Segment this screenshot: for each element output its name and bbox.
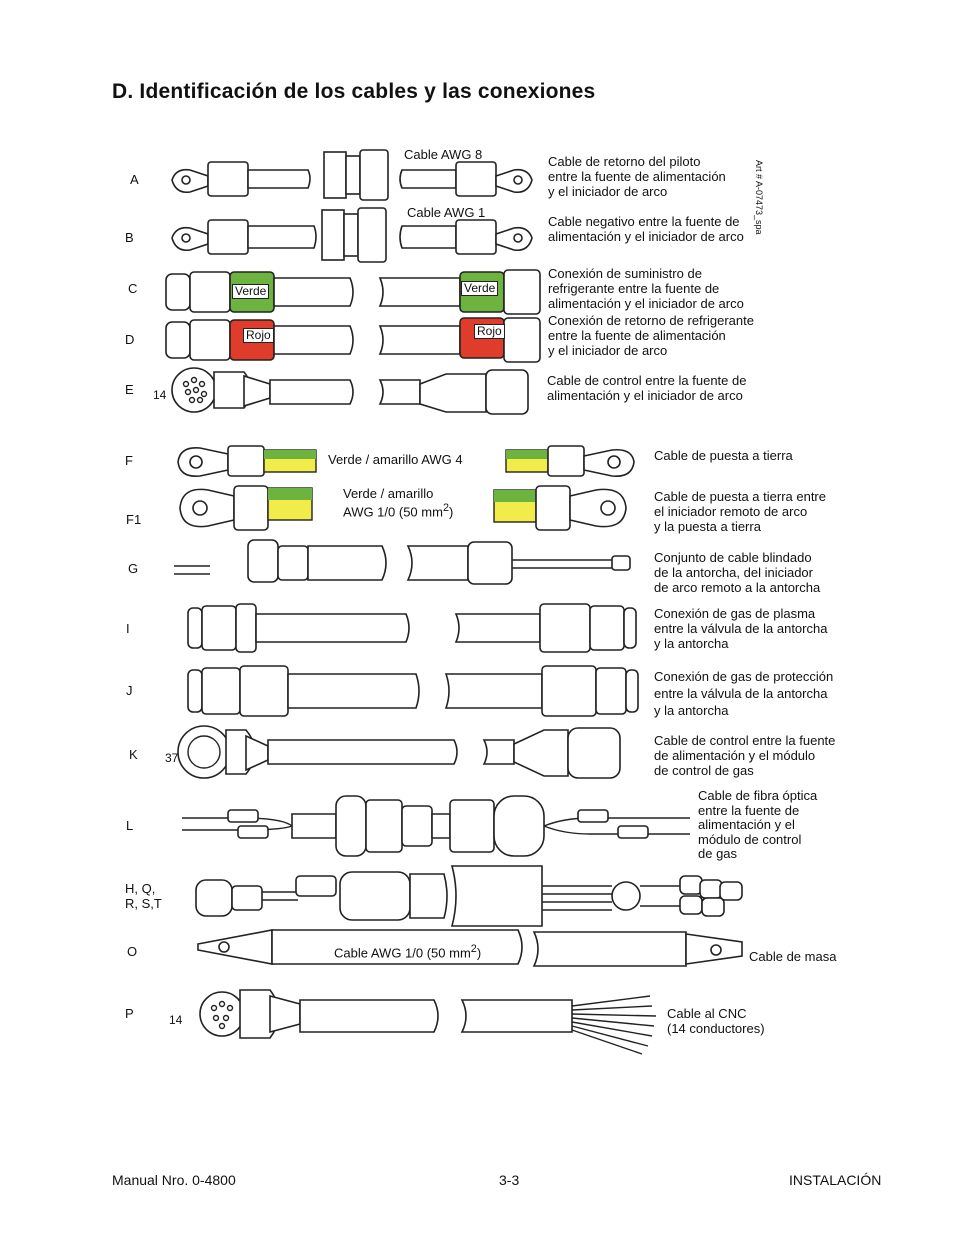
row-letter-k: K <box>129 747 138 762</box>
desc-g: Conjunto de cable blindado de la antorch… <box>654 550 821 595</box>
cable-a-drawing <box>171 149 533 201</box>
footer-manual-number: Manual Nro. 0-4800 <box>112 1172 236 1188</box>
cable-e-drawing <box>171 367 529 415</box>
cable-o-drawing <box>197 929 743 967</box>
desc-l: Cable de fibra óptica entre la fuente de… <box>698 788 818 861</box>
footer-section-name: INSTALACIÓN <box>789 1172 882 1188</box>
row-letter-j: J <box>126 683 133 698</box>
size-label-o: Cable AWG 1/0 (50 mm2) <box>334 943 482 961</box>
cable-i-drawing <box>187 603 637 653</box>
tag-green-left: Verde <box>232 284 270 299</box>
cable-k-drawing <box>177 725 621 779</box>
size-sup-f1: 2 <box>442 502 449 514</box>
size-label-a: Cable AWG 8 <box>404 147 483 162</box>
row-letter-p: P <box>125 1006 134 1021</box>
desc-a: Cable de retorno del piloto entre la fue… <box>548 154 726 199</box>
tag-red-left: Rojo <box>243 328 274 343</box>
desc-b: Cable negativo entre la fuente de alimen… <box>548 214 744 244</box>
row-letter-f: F <box>125 453 133 468</box>
cable-f-drawing <box>177 445 635 478</box>
row-letter-a: A <box>130 172 139 187</box>
size-label-f1: Verde / amarillo AWG 1/0 (50 mm2) <box>343 486 454 520</box>
footer-page-number: 3-3 <box>499 1172 520 1188</box>
cable-l-drawing <box>182 795 690 857</box>
row-letter-l: L <box>126 818 134 833</box>
section-title: D. Identificación de los cables y las co… <box>112 80 596 103</box>
row-letter-o: O <box>127 944 138 959</box>
desc-c: Conexión de suministro de refrigerante e… <box>548 266 744 311</box>
row-letter-hqrst: H, Q, R, S,T <box>125 881 162 911</box>
desc-p: Cable al CNC (14 conductores) <box>667 1006 765 1036</box>
desc-f: Cable de puesta a tierra <box>654 448 793 463</box>
pin-count-k: 37 <box>165 751 179 765</box>
desc-i: Conexión de gas de plasma entre la válvu… <box>654 606 828 651</box>
desc-j: Conexión de gas de protección entre la v… <box>654 669 834 718</box>
cable-hqrst-drawing <box>195 865 743 927</box>
row-letter-f1: F1 <box>126 512 142 527</box>
cable-g-drawing <box>174 539 631 585</box>
desc-f1: Cable de puesta a tierra entre el inicia… <box>654 489 826 534</box>
row-letter-c: C <box>128 281 138 296</box>
pin-count-p: 14 <box>169 1013 183 1027</box>
desc-k: Cable de control entre la fuente de alim… <box>654 733 836 778</box>
pin-count-e: 14 <box>153 388 167 402</box>
cable-b-drawing <box>171 207 533 263</box>
size-sup-o: 2 <box>470 943 477 955</box>
cable-j-drawing <box>187 665 639 717</box>
desc-d: Conexión de retorno de refrigerante entr… <box>548 313 754 358</box>
tag-green-right: Verde <box>461 281 499 296</box>
cable-p-drawing <box>199 989 657 1055</box>
cable-f1-drawing <box>179 485 627 531</box>
desc-o: Cable de masa <box>749 949 837 964</box>
row-letter-i: I <box>126 621 130 636</box>
row-letter-g: G <box>128 561 139 576</box>
size-label-b: Cable AWG 1 <box>407 205 486 220</box>
row-letter-b: B <box>125 230 134 245</box>
row-letter-d: D <box>125 332 135 347</box>
tag-red-right: Rojo <box>474 324 505 339</box>
row-letter-e: E <box>125 382 134 397</box>
size-label-f: Verde / amarillo AWG 4 <box>328 452 463 467</box>
desc-e: Cable de control entre la fuente de alim… <box>547 373 747 403</box>
